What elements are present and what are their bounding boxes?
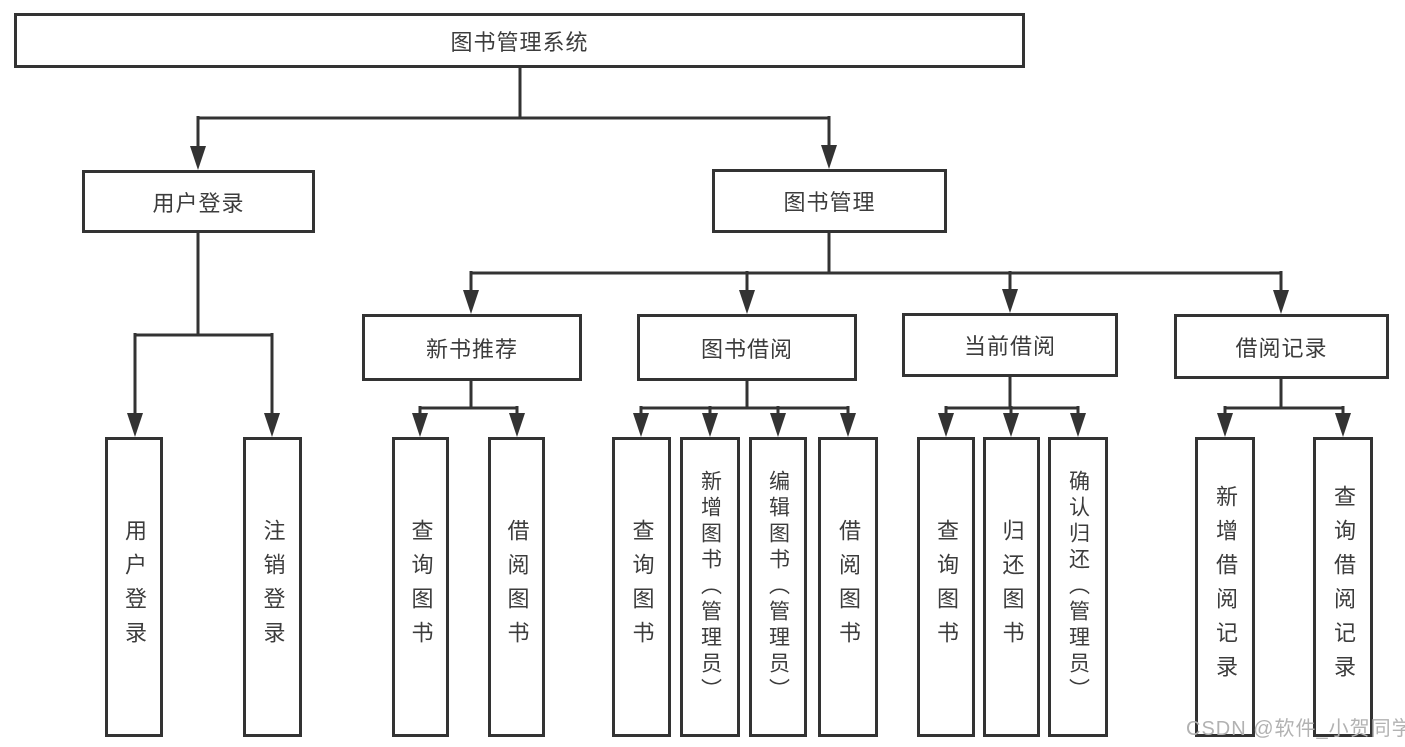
node-label: 图书借阅 (700, 336, 793, 362)
leaf-user-login: 用户登录 (105, 437, 163, 737)
leaf-label: 编辑图书（管理员） (766, 470, 790, 704)
leaf-label: 查询图书 (629, 519, 655, 655)
node-borrowing-records: 借阅记录 (1174, 314, 1389, 379)
leaf-label: 新增图书（管理员） (698, 470, 722, 704)
node-label: 当前借阅 (963, 334, 1056, 359)
leaf-recommend-borrow-books: 借阅图书 (488, 437, 545, 737)
leaf-label: 借阅图书 (836, 519, 861, 655)
node-current-borrowing: 当前借阅 (902, 313, 1118, 377)
leaf-borrowing-query-books: 查询图书 (612, 437, 671, 737)
leaf-edit-books-admin: 编辑图书（管理员） (749, 437, 807, 737)
node-label: 图书管理系统 (450, 29, 589, 55)
leaf-borrowing-borrow-books: 借阅图书 (818, 437, 878, 737)
node-label: 图书管理 (783, 190, 876, 215)
leaf-recommend-query-books: 查询图书 (392, 437, 449, 737)
node-label: 借阅记录 (1235, 335, 1328, 361)
node-label: 用户登录 (152, 190, 245, 216)
leaf-label: 用户登录 (122, 519, 147, 655)
arrowheads (127, 145, 1351, 437)
node-system-root: 图书管理系统 (14, 13, 1025, 68)
leaf-label: 注销登录 (260, 519, 286, 655)
csdn-watermark: CSDN @软件_小贺同学 (1186, 718, 1405, 740)
leaf-current-query-books: 查询图书 (917, 437, 975, 737)
node-book-borrowing: 图书借阅 (637, 314, 857, 381)
leaf-label: 查询借阅记录 (1331, 485, 1356, 689)
leaf-label: 查询图书 (408, 519, 434, 655)
node-book-management: 图书管理 (712, 169, 947, 233)
leaf-label: 新增借阅记录 (1213, 485, 1238, 689)
leaf-label: 查询图书 (934, 519, 959, 655)
node-user-login: 用户登录 (82, 170, 315, 233)
leaf-confirm-return-admin: 确认归还（管理员） (1048, 437, 1108, 737)
leaf-return-books: 归还图书 (983, 437, 1040, 737)
leaf-label: 确认归还（管理员） (1066, 470, 1090, 704)
leaf-add-books-admin: 新增图书（管理员） (680, 437, 740, 737)
node-new-book-recommend: 新书推荐 (362, 314, 582, 381)
leaf-label: 归还图书 (999, 519, 1025, 655)
leaf-logout: 注销登录 (243, 437, 302, 737)
leaf-query-borrow-record: 查询借阅记录 (1313, 437, 1373, 737)
node-label: 新书推荐 (425, 336, 518, 362)
leaf-label: 借阅图书 (504, 519, 530, 655)
leaf-add-borrow-record: 新增借阅记录 (1195, 437, 1255, 737)
